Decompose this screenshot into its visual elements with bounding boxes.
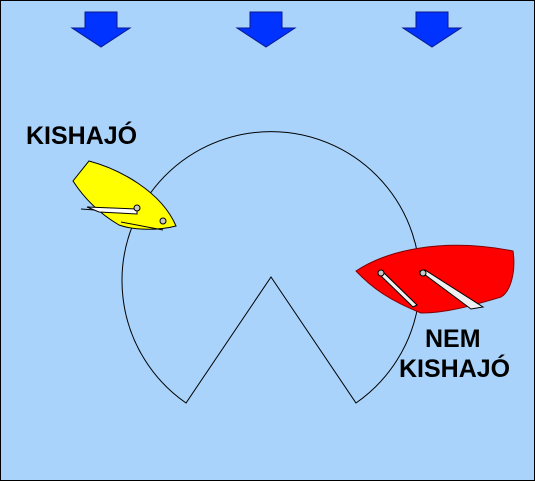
small-boat-pivot-icon (159, 217, 167, 225)
big-boat-mast-icon-2 (419, 269, 427, 277)
small-boat-boom (120, 221, 164, 231)
big-boat-label-line1: NEM (425, 325, 481, 353)
wind-arrow-middle-icon (235, 11, 297, 48)
small-boat-hull (72, 160, 177, 230)
small-boat-sail (86, 206, 138, 215)
big-boat (355, 244, 515, 314)
wind-arrow-left-icon (70, 11, 132, 48)
small-boat-mast-icon (133, 204, 141, 212)
wind-arrow-right-icon (401, 11, 463, 48)
big-boat-mast-icon-1 (377, 269, 385, 277)
mark-zone-outline (121, 131, 421, 404)
big-boat-label-line2: KISHAJÓ (399, 355, 511, 383)
small-boat (72, 160, 177, 231)
small-boat-label: KISHAJÓ (26, 122, 138, 150)
